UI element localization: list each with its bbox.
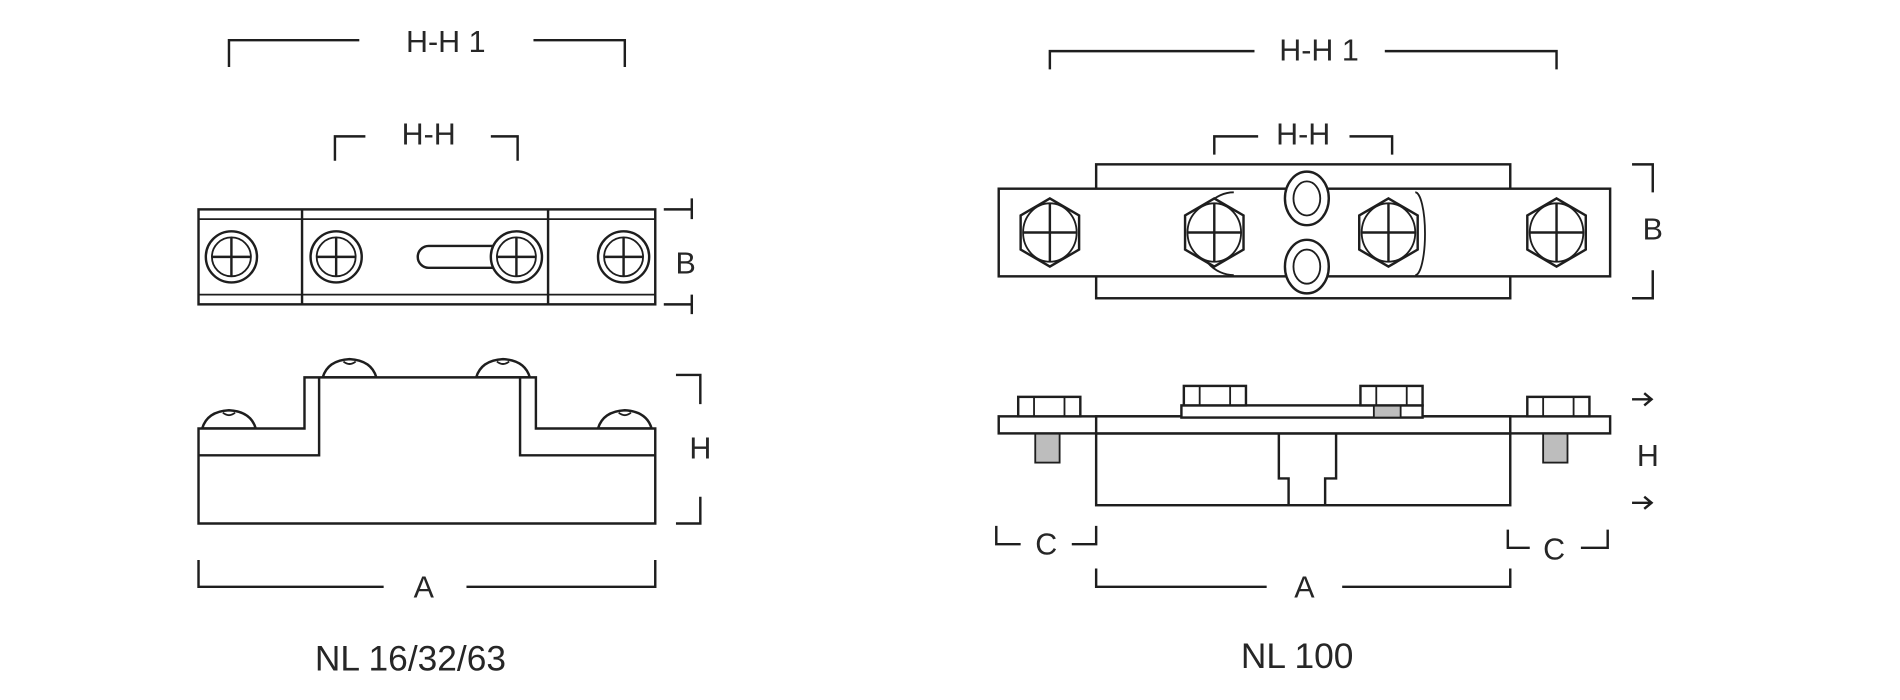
dimension-c-right: C — [1506, 529, 1609, 567]
side-view — [997, 384, 1612, 507]
dimension-hh: H-H — [1213, 117, 1394, 155]
dimension-h: H — [1632, 392, 1659, 510]
model-title: NL 16/32/63 — [315, 639, 506, 678]
dim-label-b: B — [1643, 212, 1663, 246]
screw-icon — [596, 230, 651, 284]
dim-label-hh1: H-H 1 — [1279, 33, 1359, 67]
dimension-hh: H-H — [333, 117, 519, 161]
dim-label-c-left: C — [1035, 528, 1057, 562]
dim-label-hh: H-H — [402, 117, 456, 151]
dim-label-h: H — [689, 431, 711, 465]
right-diagram: H-H 1 H-H B — [995, 33, 1663, 676]
side-view — [197, 357, 657, 525]
dim-label-a: A — [414, 570, 435, 604]
dimension-hh1: H-H 1 — [227, 25, 627, 67]
washer-icon — [1283, 170, 1330, 227]
top-view — [997, 163, 1612, 300]
dim-label-hh1: H-H 1 — [406, 25, 486, 59]
dimension-c-left: C — [995, 525, 1098, 562]
screw-icon — [204, 230, 259, 284]
dimension-a: A — [1094, 568, 1512, 604]
top-view — [197, 208, 657, 306]
dim-label-h: H — [1637, 439, 1659, 473]
dim-label-c-right: C — [1543, 533, 1565, 567]
dim-label-hh: H-H — [1276, 117, 1330, 151]
screw-icon — [309, 230, 363, 284]
model-title: NL 100 — [1241, 637, 1354, 676]
screw-icon — [489, 230, 544, 284]
dimension-a: A — [197, 560, 657, 604]
dim-label-b: B — [676, 246, 696, 280]
dimension-h: H — [675, 373, 711, 525]
dim-label-a: A — [1294, 570, 1315, 604]
dimension-b: B — [663, 198, 696, 315]
left-diagram: H-H 1 H-H B — [197, 25, 711, 678]
dimension-b: B — [1632, 163, 1663, 300]
washer-icon — [1283, 238, 1330, 295]
dimension-hh1: H-H 1 — [1048, 33, 1558, 70]
